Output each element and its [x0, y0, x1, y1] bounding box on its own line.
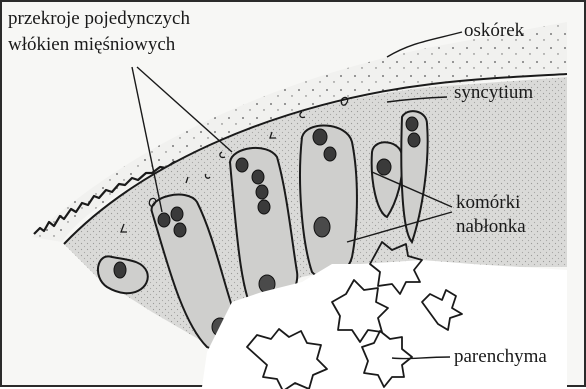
label-syncytium: syncytium	[454, 82, 533, 104]
label-cuticle: oskórek	[464, 20, 524, 42]
label-muscle-fibers-line1: przekroje pojedynczych	[8, 8, 190, 30]
label-epithelial-cells-line2: nabłonka	[456, 216, 526, 238]
label-muscle-fibers-line2: włókien mięśniowych	[8, 34, 175, 56]
label-epithelial-cells-line1: komórki	[456, 192, 520, 214]
label-parenchyma: parenchyma	[454, 346, 547, 368]
